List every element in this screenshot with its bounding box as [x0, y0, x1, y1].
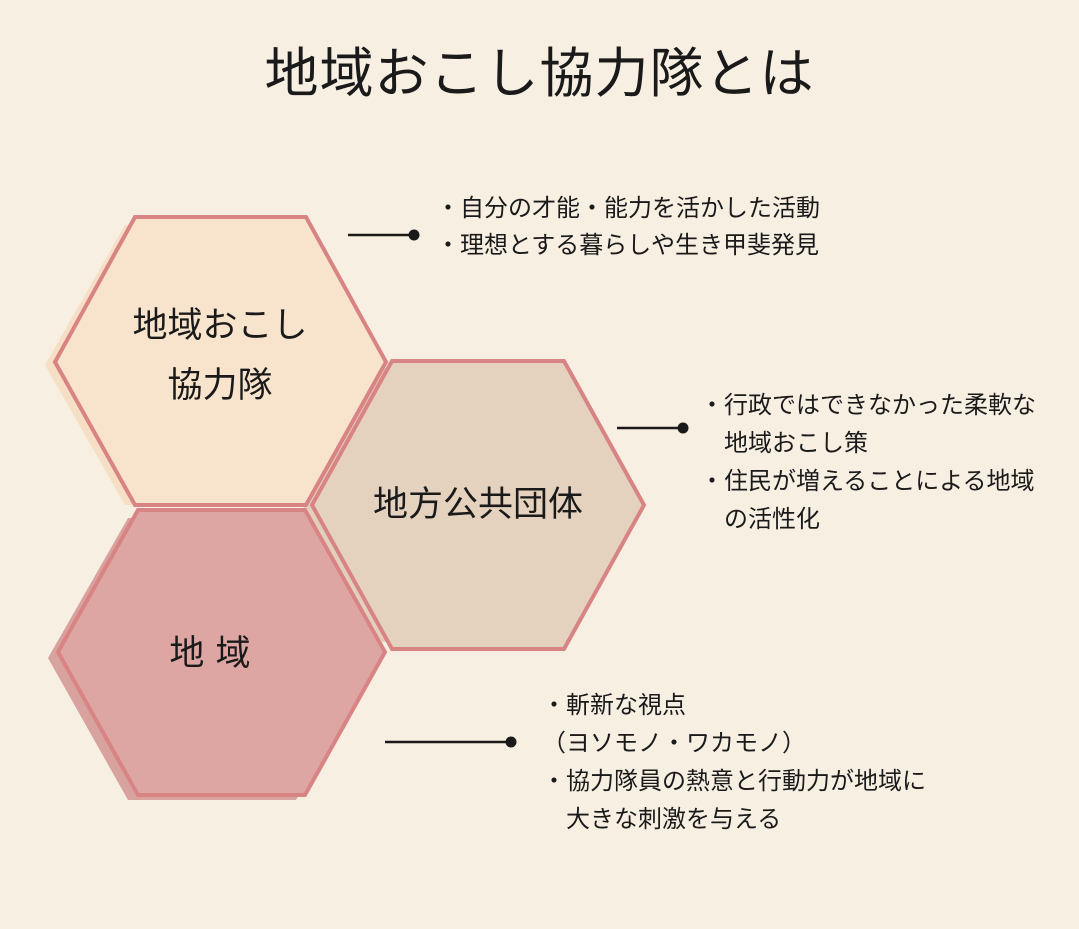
note-kyoryokutai-line: ・自分の才能・能力を活かした活動 — [436, 194, 820, 222]
connector-chiiki — [385, 736, 517, 748]
note-jichitai-line: ・住民が増えることによる地域 — [700, 467, 1035, 495]
hex-jichitai-label: 地方公共団体 — [372, 485, 583, 525]
note-jichitai-line: ・行政ではできなかった柔軟な — [700, 391, 1036, 419]
note-jichitai-line: の活性化 — [700, 505, 820, 533]
note-chiiki-line: （ヨソモノ・ワカモノ） — [542, 729, 806, 757]
hex-kyoryokutai-line1: 地域おこし — [132, 306, 308, 346]
connector-kyoryokutai — [348, 229, 420, 241]
note-jichitai-line: 地域おこし策 — [700, 429, 868, 457]
hex-kyoryokutai — [52, 215, 389, 507]
page-title: 地域おこし協力隊とは — [264, 42, 815, 105]
hex-kyoryokutai-label: 地域おこし 協力隊 — [100, 300, 340, 412]
hex-chiiki — [55, 508, 388, 797]
hex-jichitai — [309, 359, 647, 651]
note-chiiki-line: 大きな刺激を与える — [542, 805, 782, 833]
note-jichitai: ・行政ではできなかった柔軟な 地域おこし策 ・住民が増えることによる地域 の活性… — [700, 386, 1036, 538]
connector-jichitai — [617, 422, 689, 434]
note-chiiki-line: ・斬新な視点 — [542, 691, 686, 719]
note-chiiki: ・斬新な視点 （ヨソモノ・ワカモノ） ・協力隊員の熱意と行動力が地域に 大きな刺… — [542, 686, 926, 838]
note-chiiki-line: ・協力隊員の熱意と行動力が地域に — [542, 767, 926, 795]
hex-kyoryokutai-line2: 協力隊 — [167, 366, 273, 406]
hex-chiiki-label: 地 域 — [169, 634, 251, 674]
note-kyoryokutai: ・自分の才能・能力を活かした活動 ・理想とする暮らしや生き甲斐発見 — [436, 190, 820, 264]
note-kyoryokutai-line: ・理想とする暮らしや生き甲斐発見 — [436, 231, 820, 259]
